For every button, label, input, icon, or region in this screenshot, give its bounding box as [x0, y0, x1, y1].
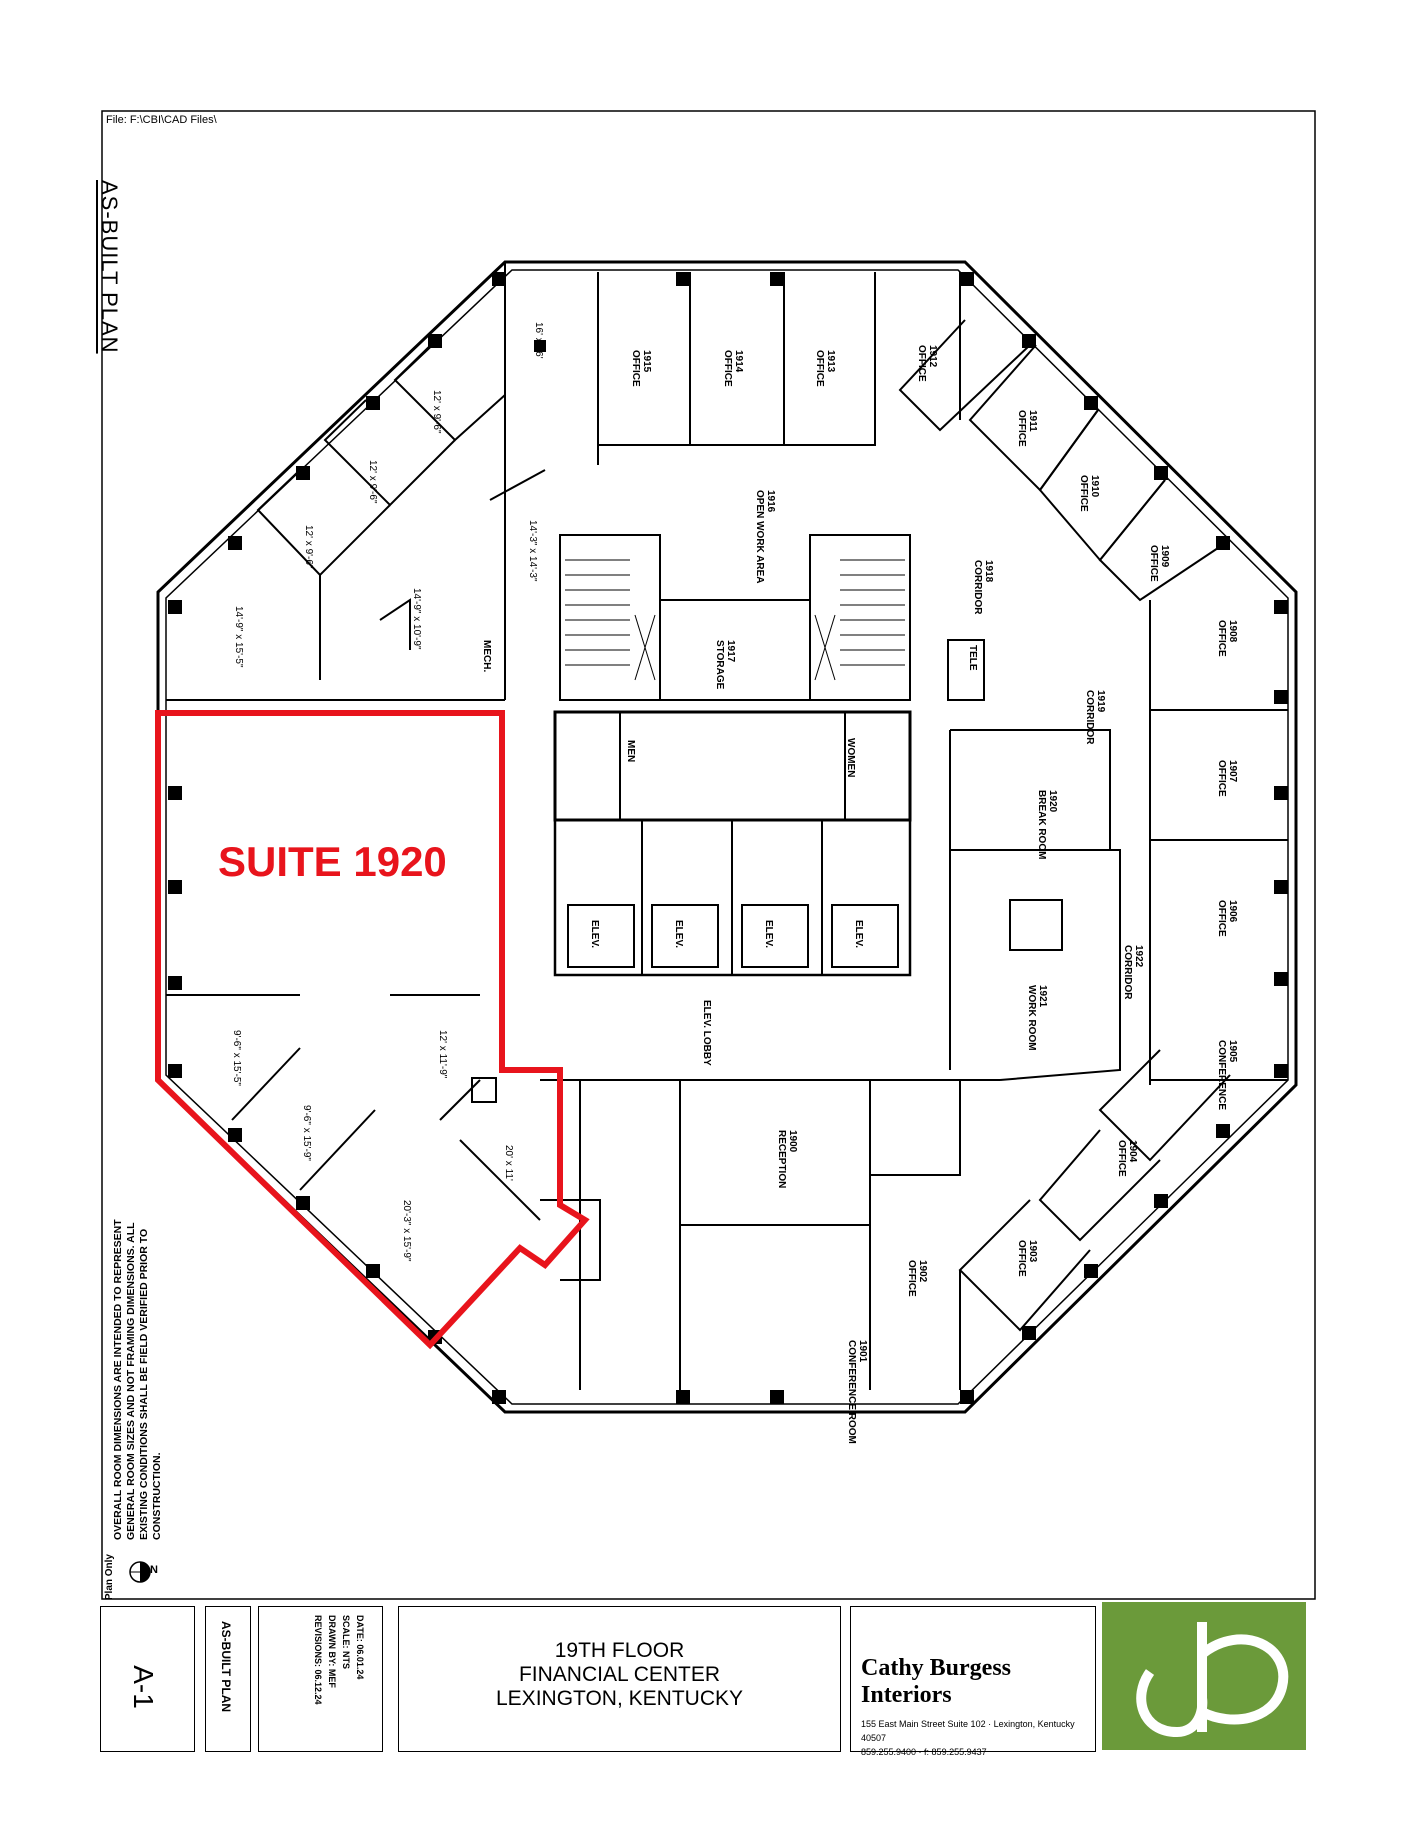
dimension-label: 16' x 16': [533, 322, 544, 359]
dimension-label: 12' x 9'-6": [367, 460, 378, 504]
room-1917-label: 1917: [725, 640, 736, 663]
room-1920-label: 1920: [1047, 790, 1058, 813]
company-box: Cathy Burgess Interiors 155 East Main St…: [850, 1606, 1096, 1757]
room-1904-label: 1904: [1127, 1140, 1138, 1163]
svg-text:OFFICE: OFFICE: [1016, 410, 1027, 447]
sheet-number-box: A-1: [100, 1606, 195, 1752]
svg-text:OFFICE: OFFICE: [916, 345, 927, 382]
info-date: DATE: 06.01.24: [355, 1615, 365, 1680]
room-1900-label: 1900: [787, 1130, 798, 1153]
svg-text:OFFICE: OFFICE: [1216, 900, 1227, 937]
room-1919-label: 1919: [1095, 690, 1106, 713]
room-1921-label: 1921: [1037, 985, 1048, 1008]
svg-text:CORRIDOR: CORRIDOR: [1084, 690, 1095, 745]
svg-text:OFFICE: OFFICE: [1216, 760, 1227, 797]
north-arrow: [129, 1561, 151, 1583]
svg-text:RECEPTION: RECEPTION: [776, 1130, 787, 1188]
room-1905-label: 1905: [1227, 1040, 1238, 1063]
dimension-label: 20'-3" x 15'-9": [401, 1200, 412, 1262]
suite-1920-outline: [155, 710, 590, 1350]
partitions: [166, 262, 1288, 1390]
dimension-label: 14'-3" x 14'-3": [527, 520, 538, 582]
svg-text:CONFERENCE ROOM: CONFERENCE ROOM: [846, 1340, 857, 1444]
room-1914-label: 1914: [733, 350, 744, 373]
elev-label-4: ELEV.: [853, 920, 864, 948]
file-path-label: File: F:\CBI\CAD Files\: [106, 114, 217, 126]
room-1910-label: 1910: [1089, 475, 1100, 498]
dimension-label: 14'-9" x 10'-9": [411, 588, 422, 650]
company-address: 155 East Main Street Suite 102 · Lexingt…: [861, 1719, 1075, 1743]
room-1909-label: 1909: [1159, 545, 1170, 568]
project-line-2: FINANCIAL CENTER: [518, 1663, 721, 1686]
suite-label: SUITE 1920: [218, 838, 447, 885]
dimension-label: 9'-6" x 15'-5": [231, 1030, 242, 1086]
north-label: N: [150, 1564, 158, 1576]
elev-label-2: ELEV.: [673, 920, 684, 948]
info-scale: SCALE: NTS: [341, 1615, 351, 1669]
sheet-title: AS-BUILT PLAN: [219, 1621, 233, 1713]
company-logo: [1102, 1602, 1306, 1750]
svg-text:OFFICE: OFFICE: [1216, 620, 1227, 657]
elev-lobby-label: ELEV. LOBBY: [701, 1000, 712, 1066]
svg-text:CONFERENCE: CONFERENCE: [1216, 1040, 1227, 1110]
elev-label-3: ELEV.: [763, 920, 774, 948]
dimension-label: 20' x 11': [503, 1145, 514, 1181]
room-1915-label: 1915: [641, 350, 652, 373]
dimension-labels: 16' x 16' 12' x 9'-6" 12' x 9'-6" 12' x …: [231, 322, 544, 1262]
room-1908-label: 1908: [1227, 620, 1238, 643]
room-1922-label: 1922: [1133, 945, 1144, 968]
general-note: OVERALL ROOM DIMENSIONS ARE INTENDED TO …: [112, 1219, 163, 1540]
company-phone: 859.255.9400 · f: 859.255.9437: [861, 1747, 987, 1757]
svg-text:OFFICE: OFFICE: [1116, 1140, 1127, 1177]
project-line-3: LEXINGTON, KENTUCKY: [496, 1687, 743, 1710]
project-title-box: 19TH FLOOR FINANCIAL CENTER LEXINGTON, K…: [398, 1606, 841, 1752]
room-1912-label: 1912: [927, 345, 938, 368]
svg-text:WORK ROOM: WORK ROOM: [1026, 985, 1037, 1051]
svg-text:STORAGE: STORAGE: [714, 640, 725, 690]
info-drawn-by: DRAWN BY: MEF: [327, 1615, 337, 1688]
svg-text:OFFICE: OFFICE: [1078, 475, 1089, 512]
dimension-label: 9'-6" x 15'-9": [301, 1105, 312, 1161]
project-line-1: 19TH FLOOR: [554, 1639, 685, 1662]
vertical-plan-title: AS-BUILT PLAN: [97, 180, 122, 354]
svg-text:OFFICE: OFFICE: [1016, 1240, 1027, 1277]
men-label: MEN: [625, 740, 636, 762]
room-1911-label: 1911: [1027, 410, 1038, 432]
women-label: WOMEN: [845, 738, 856, 777]
mech-label: MECH.: [481, 640, 492, 672]
svg-text:CORRIDOR: CORRIDOR: [972, 560, 983, 615]
plan-only-label: Plan Only: [104, 1554, 115, 1601]
svg-text:BREAK ROOM: BREAK ROOM: [1036, 790, 1047, 859]
company-name: Cathy Burgess Interiors: [861, 1655, 1012, 1708]
svg-text:OPEN WORK AREA: OPEN WORK AREA: [754, 490, 765, 584]
sheet-title-box: AS-BUILT PLAN: [205, 1606, 251, 1752]
room-1916-label: 1916: [765, 490, 776, 513]
dimension-label: 12' x 9'-6": [431, 390, 442, 434]
info-revisions: REVISIONS: 06.12.24: [313, 1615, 323, 1705]
room-1901-label: 1901: [857, 1340, 868, 1363]
room-1913-label: 1913: [825, 350, 836, 373]
dimension-label: 14'-9" x 15'-5": [233, 606, 244, 668]
svg-text:OFFICE: OFFICE: [814, 350, 825, 387]
svg-text:OFFICE: OFFICE: [906, 1260, 917, 1297]
suite-partitions: [166, 994, 541, 1221]
room-1918-label: 1918: [983, 560, 994, 583]
room-1907-label: 1907: [1227, 760, 1238, 783]
svg-text:OFFICE: OFFICE: [1148, 545, 1159, 582]
svg-text:OFFICE: OFFICE: [630, 350, 641, 387]
elev-label-1: ELEV.: [589, 920, 600, 948]
room-1902-label: 1902: [917, 1260, 928, 1283]
dimension-label: 12' x 9'-6": [303, 525, 314, 569]
dimension-label: 12' x 11'-9": [437, 1030, 448, 1079]
sheet-number: A-1: [127, 1665, 159, 1709]
tele-label: TELE: [967, 645, 978, 671]
room-1906-label: 1906: [1227, 900, 1238, 923]
building-outline: [156, 260, 1298, 1414]
svg-text:CORRIDOR: CORRIDOR: [1122, 945, 1133, 1000]
room-1903-label: 1903: [1027, 1240, 1038, 1263]
drawing-info-box: DATE: 06.01.24 SCALE: NTS DRAWN BY: MEF …: [258, 1606, 383, 1752]
svg-text:OFFICE: OFFICE: [722, 350, 733, 387]
